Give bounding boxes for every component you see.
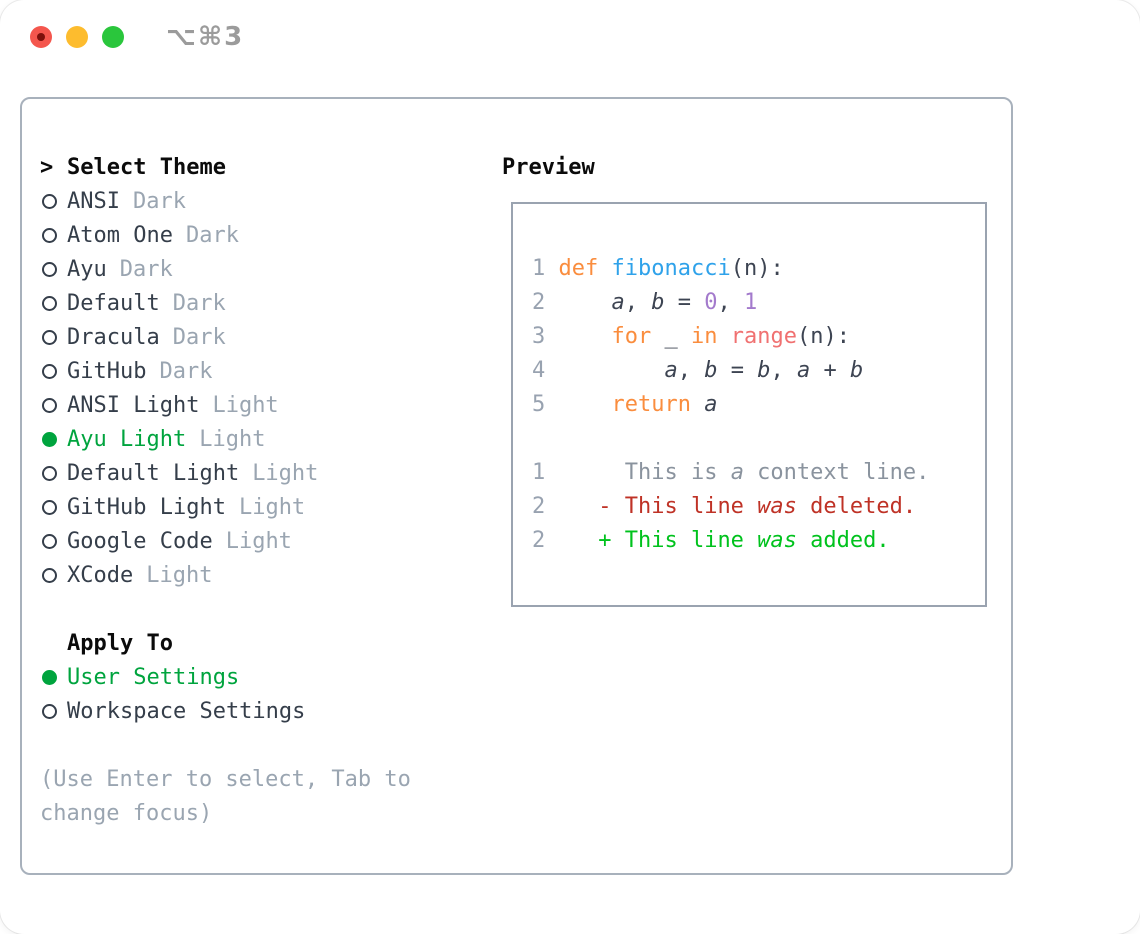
theme-variant-label: Dark [185,222,239,248]
apply-to-header: Apply To [40,626,480,660]
apply-option-user-settings[interactable]: User Settings [40,660,480,694]
caret-icon: > [40,154,54,180]
theme-option-label: Google Code [67,528,213,554]
theme-variant-label: Dark [119,256,173,282]
radio-icon [42,227,57,243]
theme-variant-label: Light [212,392,279,418]
spacer [40,592,480,626]
radio-icon [42,329,57,345]
radio-icon [42,567,57,583]
theme-option-label: Atom One [67,222,173,248]
theme-option-ayu-light[interactable]: Ayu Light Light [40,422,480,456]
radio-icon [42,533,57,549]
window-title: ⌥⌘3 [166,22,245,52]
radio-icon [42,295,57,311]
code-preview: 1 def fibonacci(n): 2 a, b = 0, 1 3 for _ … [513,204,985,558]
close-icon[interactable] [30,26,52,48]
code-line: 2 a, b = 0, 1 [532,290,758,315]
titlebar: ⌥⌘3 [0,0,1140,72]
theme-option-github[interactable]: GitHub Dark [40,354,480,388]
select-theme-title: Select Theme [67,154,226,180]
radio-icon [42,193,57,209]
theme-option-dracula[interactable]: Dracula Dark [40,320,480,354]
theme-option-label: ANSI [67,188,120,214]
theme-option-ansi-light[interactable]: ANSI Light Light [40,388,480,422]
help-line-1: (Use Enter to select, Tab to [40,766,411,792]
radio-icon [42,499,57,515]
theme-option-label: Dracula [67,324,160,350]
code-line: 1 This is a context line. [532,460,930,485]
theme-variant-label: Dark [172,324,226,350]
code-line: 4 a, b = b, a + b [532,358,864,383]
help-line-2: change focus) [40,800,213,826]
theme-option-google-code[interactable]: Google Code Light [40,524,480,558]
zoom-icon[interactable] [102,26,124,48]
theme-variant-label: Light [225,528,292,554]
apply-option-label: User Settings [67,664,240,690]
theme-option-label: Ayu Light [67,426,187,452]
code-line: 2 + This line was added. [532,528,890,553]
theme-option-label: ANSI Light [67,392,200,418]
theme-option-label: Ayu [67,256,107,282]
theme-variant-label: Light [252,460,319,486]
theme-variant-label: Dark [159,358,213,384]
radio-icon [42,465,57,481]
code-line: 1 def fibonacci(n): [532,256,784,281]
theme-option-github-light[interactable]: GitHub Light Light [40,490,480,524]
preview-title: Preview [502,154,595,180]
code-line: 2 - This line was deleted. [532,494,917,519]
theme-variant-label: Dark [172,290,226,316]
apply-to-title: Apply To [67,630,173,656]
blank-line [532,422,985,456]
theme-option-label: GitHub [67,358,147,384]
help-text: (Use Enter to select, Tab to change focu… [40,762,480,830]
radio-icon [42,397,57,413]
radio-selected-icon [42,431,57,447]
theme-option-atom-one[interactable]: Atom One Dark [40,218,480,252]
theme-option-default-light[interactable]: Default Light Light [40,456,480,490]
preview-header: Preview [502,150,595,184]
theme-option-ayu[interactable]: Ayu Dark [40,252,480,286]
preview-pane: 1 def fibonacci(n): 2 a, b = 0, 1 3 for _ … [511,202,987,607]
minimize-icon[interactable] [66,26,88,48]
code-line: 5 return a [532,392,718,417]
code-line: 3 for _ in range(n): [532,324,850,349]
apply-option-workspace-settings[interactable]: Workspace Settings [40,694,480,728]
theme-option-label: Default [67,290,160,316]
select-theme-header: > Select Theme [40,150,480,184]
theme-option-ansi[interactable]: ANSI Dark [40,184,480,218]
radio-icon [42,703,57,719]
radio-icon [42,261,57,277]
theme-option-label: XCode [67,562,134,588]
apply-option-label: Workspace Settings [67,698,306,724]
radio-icon [42,363,57,379]
theme-option-label: GitHub Light [67,494,226,520]
theme-option-label: Default Light [67,460,240,486]
theme-variant-label: Light [146,562,213,588]
theme-variant-label: Light [238,494,306,520]
spacer [40,728,480,762]
theme-variant-label: Light [199,426,266,452]
radio-selected-icon [42,669,57,685]
theme-option-xcode[interactable]: XCode Light [40,558,480,592]
theme-option-default[interactable]: Default Dark [40,286,480,320]
theme-variant-label: Dark [132,188,186,214]
